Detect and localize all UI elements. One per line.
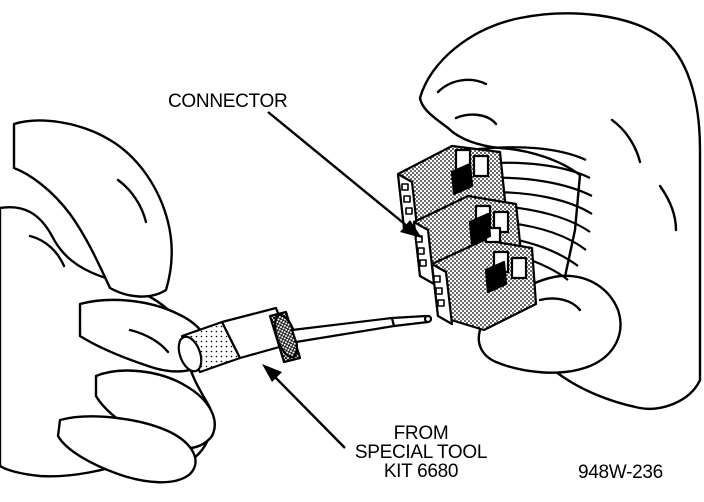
- tool-leader-arrow: [262, 364, 346, 449]
- terminal-pick-tool: [177, 306, 433, 374]
- connector-label: CONNECTOR: [168, 91, 288, 112]
- connector-leader-arrow: [267, 111, 422, 238]
- left-hand: [0, 119, 216, 484]
- special-tool-label-line3: KIT 6680: [383, 461, 459, 482]
- figure-id: 948W-236: [578, 462, 663, 483]
- special-tool-label-line1: FROM: [393, 423, 449, 444]
- special-tool-label-line2: SPECIAL TOOL: [354, 442, 488, 463]
- special-tool-label: FROM SPECIAL TOOL KIT 6680: [348, 424, 494, 481]
- electrical-connector: [396, 144, 538, 332]
